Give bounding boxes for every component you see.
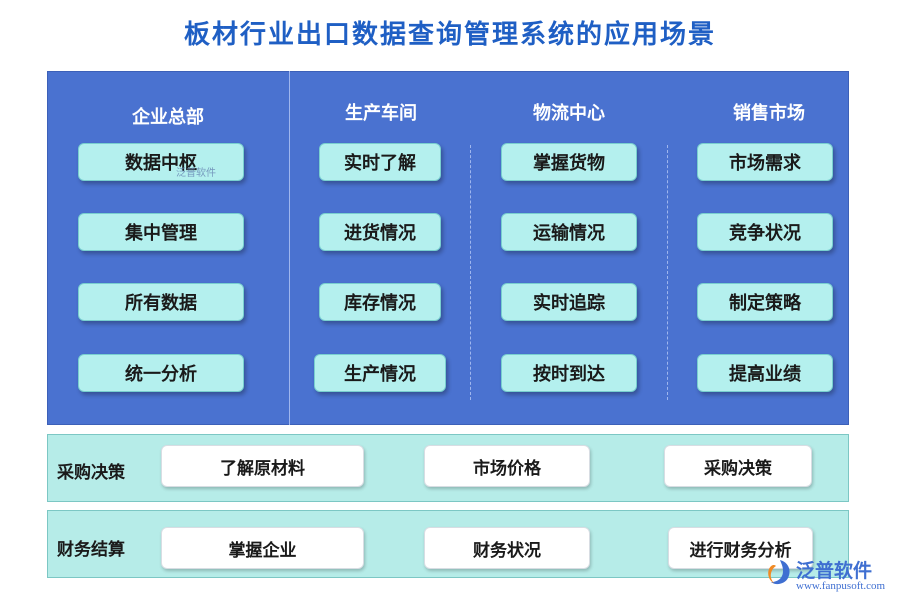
fanpu-logo-icon xyxy=(768,560,790,585)
logo-name: 泛普软件 xyxy=(796,560,873,582)
page-title: 板材行业出口数据查询管理系统的应用场景 xyxy=(183,20,716,50)
band-box-procurement-3: 采购决策 xyxy=(664,445,812,487)
box-sales-2: 竞争状况 xyxy=(697,213,833,251)
box-logistics-1: 掌握货物 xyxy=(501,143,637,181)
box-workshop-2: 进货情况 xyxy=(319,213,441,251)
band-box-finance-3: 进行财务分析 xyxy=(668,527,813,569)
box-hq-3: 所有数据 xyxy=(78,283,244,321)
box-logistics-3: 实时追踪 xyxy=(501,283,637,321)
band-box-finance-1: 掌握企业 xyxy=(161,527,364,569)
band-label-finance: 财务结算 xyxy=(57,540,125,560)
box-workshop-4: 生产情况 xyxy=(314,354,446,392)
logo-url: www.fanpusoft.com xyxy=(796,580,886,592)
box-hq-1: 数据中枢 xyxy=(78,143,244,181)
box-logistics-2: 运输情况 xyxy=(501,213,637,251)
column-heading-sales: 销售市场 xyxy=(733,103,805,124)
divider xyxy=(289,71,290,425)
divider xyxy=(470,145,471,400)
box-sales-3: 制定策略 xyxy=(697,283,833,321)
column-heading-logistics: 物流中心 xyxy=(533,103,605,124)
band-box-procurement-1: 了解原材料 xyxy=(161,445,364,487)
band-box-procurement-2: 市场价格 xyxy=(424,445,590,487)
column-heading-workshop: 生产车间 xyxy=(345,103,417,124)
box-workshop-1: 实时了解 xyxy=(319,143,441,181)
box-hq-4: 统一分析 xyxy=(78,354,244,392)
box-logistics-4: 按时到达 xyxy=(501,354,637,392)
box-workshop-3: 库存情况 xyxy=(319,283,441,321)
band-label-procurement: 采购决策 xyxy=(57,463,125,483)
column-heading-hq: 企业总部 xyxy=(132,107,204,128)
divider xyxy=(667,145,668,400)
box-sales-1: 市场需求 xyxy=(697,143,833,181)
box-hq-2: 集中管理 xyxy=(78,213,244,251)
brand-logo: 泛普软件 www.fanpusoft.com xyxy=(760,556,895,596)
watermark: 泛普软件 xyxy=(176,168,216,179)
band-box-finance-2: 财务状况 xyxy=(424,527,590,569)
box-sales-4: 提高业绩 xyxy=(697,354,833,392)
